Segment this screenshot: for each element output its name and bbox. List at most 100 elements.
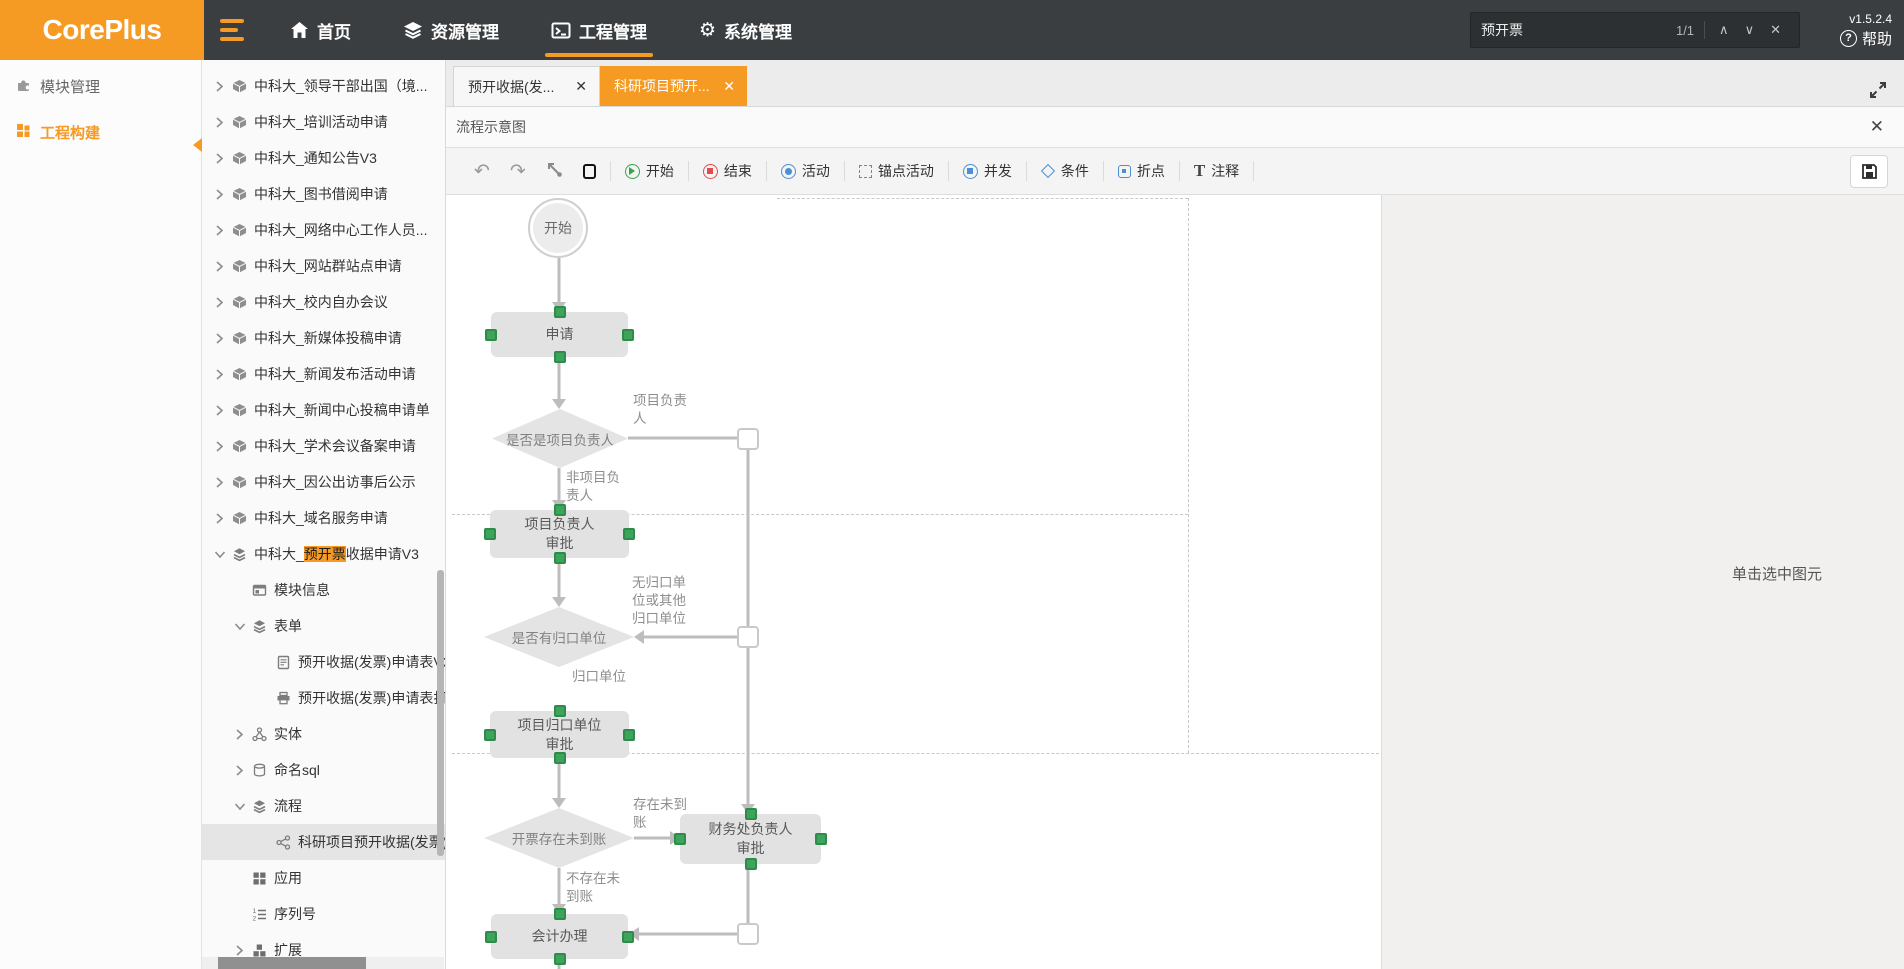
nav-item-system[interactable]: ⚙ 系统管理: [673, 0, 818, 60]
search-prev-button[interactable]: ∧: [1719, 22, 1729, 37]
chevron-right-icon[interactable]: [232, 727, 249, 742]
chevron-right-icon[interactable]: [232, 763, 249, 778]
sidebar-item-project-build[interactable]: 工程构建: [0, 112, 201, 152]
search-close-button[interactable]: ✕: [1770, 22, 1781, 37]
tree-item[interactable]: 扩展: [202, 932, 445, 968]
menu-toggle-button[interactable]: [204, 0, 264, 60]
redo-button[interactable]: ↷: [500, 162, 536, 181]
tree-item[interactable]: 表单: [202, 608, 445, 644]
shape-end-button[interactable]: 结束: [693, 161, 762, 181]
tree-item[interactable]: 中科大_学术会议备案申请: [202, 428, 445, 464]
anchor-handle[interactable]: [484, 528, 496, 540]
anchor-handle[interactable]: [485, 328, 497, 341]
fullscreen-icon[interactable]: [1868, 80, 1888, 105]
tree-item[interactable]: 中科大_通知公告V3: [202, 140, 445, 176]
anchor-handle[interactable]: [674, 833, 686, 845]
tree-item[interactable]: 流程: [202, 788, 445, 824]
tree-item[interactable]: 命名sql: [202, 752, 445, 788]
anchor-handle[interactable]: [553, 306, 566, 318]
tree-horizontal-scrollbar[interactable]: [218, 957, 366, 969]
flow-node-leader-approve[interactable]: 项目负责人 审批: [484, 504, 635, 564]
tree-item[interactable]: 中科大_域名服务申请: [202, 500, 445, 536]
chevron-down-icon[interactable]: [232, 619, 249, 634]
anchor-handle[interactable]: [744, 858, 757, 870]
shape-bend-button[interactable]: 折点: [1108, 161, 1175, 181]
tree-item[interactable]: 中科大_图书借阅申请: [202, 176, 445, 212]
tree-item[interactable]: 中科大_新闻中心投稿申请单: [202, 392, 445, 428]
chevron-right-icon[interactable]: [212, 331, 229, 346]
tree-item[interactable]: 模块信息: [202, 572, 445, 608]
chevron-right-icon[interactable]: [212, 223, 229, 238]
anchor-handle[interactable]: [484, 728, 496, 741]
shape-anchor-activity-button[interactable]: 锚点活动: [849, 161, 944, 181]
tree-item[interactable]: 中科大_新媒体投稿申请: [202, 320, 445, 356]
tree-vertical-scrollbar[interactable]: [437, 570, 444, 856]
help-button[interactable]: ? 帮助: [1839, 28, 1892, 49]
flow-canvas[interactable]: 开始 申请 是否是项目负责人 项目负责人 审批 是否有归口单位 项目归口单位 审…: [446, 195, 1381, 969]
tree-item[interactable]: 中科大_培训活动申请: [202, 104, 445, 140]
tree-item[interactable]: 中科大_因公出访事后公示: [202, 464, 445, 500]
tree-item[interactable]: 中科大_网站群站点申请: [202, 248, 445, 284]
panel-close-icon[interactable]: ✕: [1869, 117, 1884, 136]
search-next-button[interactable]: ∨: [1744, 22, 1755, 37]
tree-item[interactable]: 预开收据(发票)申请表V3: [202, 644, 445, 680]
anchor-handle[interactable]: [553, 953, 566, 965]
tree-item-expanded-module[interactable]: 中科大_预开票收据申请V3: [202, 536, 445, 572]
chevron-right-icon[interactable]: [212, 367, 229, 382]
app-logo[interactable]: CorePlus: [0, 0, 204, 60]
flow-node-finance-approve[interactable]: 财务处负责人 审批: [674, 808, 827, 870]
flow-node-apply[interactable]: 申请: [485, 306, 634, 363]
anchor-handle[interactable]: [623, 728, 635, 741]
chevron-right-icon[interactable]: [212, 79, 229, 94]
search-input[interactable]: 预开票: [1480, 22, 1523, 38]
tree-item[interactable]: 中科大_领导干部出国（境...: [202, 68, 445, 104]
anchor-handle[interactable]: [553, 351, 566, 363]
chevron-right-icon[interactable]: [212, 259, 229, 274]
anchor-handle[interactable]: [485, 930, 497, 943]
shape-concurrent-button[interactable]: 并发: [953, 161, 1022, 181]
sidebar-item-module-management[interactable]: 模块管理: [0, 66, 201, 106]
connector-tool-button[interactable]: [536, 161, 573, 181]
anchor-handle[interactable]: [553, 552, 566, 564]
anchor-handle[interactable]: [744, 808, 757, 820]
tree-item[interactable]: 中科大_校内自办会议: [202, 284, 445, 320]
tree-item[interactable]: 预开收据(发票)申请表打印: [202, 680, 445, 716]
chevron-right-icon[interactable]: [212, 187, 229, 202]
tab-flow-active[interactable]: 科研项目预开... ✕: [600, 66, 747, 106]
chevron-right-icon[interactable]: [212, 295, 229, 310]
tab-form[interactable]: 预开收据(发... ✕: [453, 66, 600, 106]
chevron-down-icon[interactable]: [212, 547, 229, 562]
tree-item[interactable]: 中科大_网络中心工作人员...: [202, 212, 445, 248]
tree-item[interactable]: 实体: [202, 716, 445, 752]
nav-item-home[interactable]: 首页: [264, 0, 377, 60]
flow-node-start[interactable]: 开始: [528, 198, 588, 258]
chevron-right-icon[interactable]: [212, 403, 229, 418]
anchor-handle[interactable]: [553, 705, 566, 717]
flow-node-accounting[interactable]: 会计办理: [485, 908, 634, 965]
flow-waypoint[interactable]: [737, 626, 759, 648]
tree-horizontal-scroll-track[interactable]: [202, 957, 444, 969]
chevron-right-icon[interactable]: [212, 475, 229, 490]
anchor-handle[interactable]: [815, 833, 827, 845]
anchor-handle[interactable]: [553, 908, 566, 920]
flow-waypoint[interactable]: [737, 428, 759, 450]
shape-condition-button[interactable]: 条件: [1031, 161, 1099, 181]
shape-activity-button[interactable]: 活动: [771, 161, 840, 181]
flow-node-unit-approve[interactable]: 项目归口单位 审批: [484, 705, 635, 764]
anchor-handle[interactable]: [623, 528, 635, 540]
flow-waypoint[interactable]: [737, 923, 759, 945]
chevron-right-icon[interactable]: [232, 943, 249, 958]
rectangle-tool-button[interactable]: [573, 163, 606, 179]
shape-start-button[interactable]: 开始: [615, 161, 684, 181]
chevron-right-icon[interactable]: [212, 439, 229, 454]
save-button[interactable]: [1850, 155, 1888, 188]
tree-item[interactable]: 中科大_新闻发布活动申请: [202, 356, 445, 392]
nav-item-engineering[interactable]: 工程管理: [525, 0, 673, 60]
nav-item-resources[interactable]: 资源管理: [377, 0, 525, 60]
tree-item-selected-flow[interactable]: 科研项目预开收据(发票)申: [202, 824, 445, 860]
undo-button[interactable]: ↶: [464, 162, 500, 181]
anchor-handle[interactable]: [622, 930, 634, 943]
tree-item[interactable]: 应用: [202, 860, 445, 896]
anchor-handle[interactable]: [553, 504, 566, 516]
